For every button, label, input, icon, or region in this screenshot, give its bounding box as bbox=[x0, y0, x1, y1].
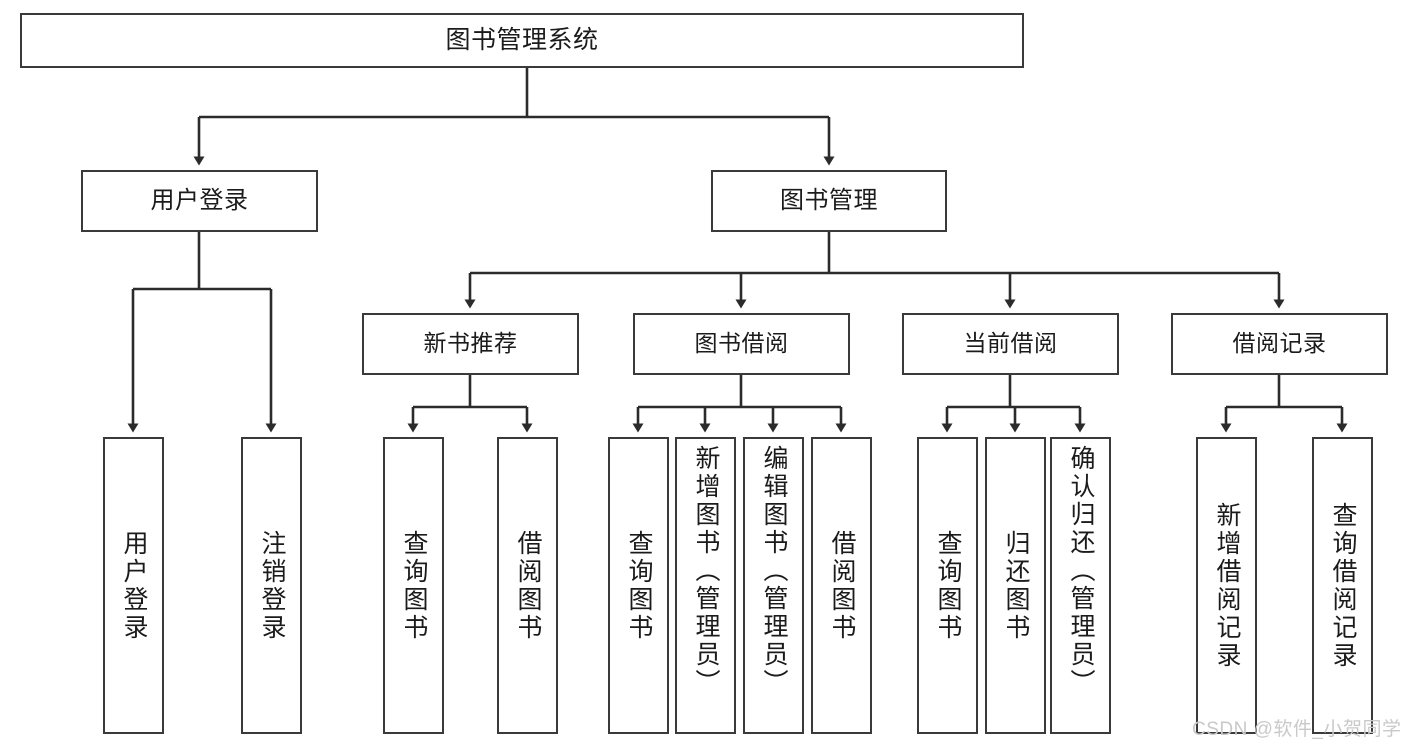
csdn-watermark: CSDN @软件_小贺同学 bbox=[1192, 719, 1402, 740]
leaf-current-borrow-query[interactable]: 查询图书 bbox=[917, 437, 978, 734]
node-label: 查询图书 bbox=[625, 529, 653, 642]
leaf-new-book-query[interactable]: 查询图书 bbox=[383, 437, 444, 734]
leaf-book-borrow-edit[interactable]: 编辑图书（管理员） bbox=[743, 437, 804, 734]
node-root-system[interactable]: 图书管理系统 bbox=[20, 13, 1024, 68]
node-label: 图书管理 bbox=[780, 186, 878, 214]
node-book-borrow[interactable]: 图书借阅 bbox=[633, 313, 850, 375]
leaf-book-borrow-borrow[interactable]: 借阅图书 bbox=[811, 437, 872, 734]
leaf-current-borrow-return[interactable]: 归还图书 bbox=[985, 437, 1046, 734]
leaf-current-borrow-confirm[interactable]: 确认归还（管理员） bbox=[1050, 437, 1111, 734]
node-user-login[interactable]: 用户登录 bbox=[81, 170, 318, 232]
node-label: 确认归还（管理员） bbox=[1067, 445, 1095, 697]
node-label: 图书管理系统 bbox=[445, 25, 599, 54]
leaf-borrow-record-add[interactable]: 新增借阅记录 bbox=[1196, 437, 1257, 734]
node-label: 查询图书 bbox=[400, 529, 428, 642]
node-label: 注销登录 bbox=[258, 529, 286, 642]
leaf-user-login-login[interactable]: 用户登录 bbox=[103, 437, 164, 734]
node-label: 用户登录 bbox=[120, 529, 148, 642]
node-label: 借阅图书 bbox=[514, 529, 542, 642]
node-label: 查询图书 bbox=[934, 529, 962, 642]
node-label: 新增图书（管理员） bbox=[692, 445, 720, 697]
leaf-new-book-borrow[interactable]: 借阅图书 bbox=[497, 437, 558, 734]
node-label: 借阅图书 bbox=[828, 529, 856, 642]
node-label: 当前借阅 bbox=[963, 330, 1058, 357]
leaf-user-login-logout[interactable]: 注销登录 bbox=[241, 437, 302, 734]
leaf-borrow-record-query[interactable]: 查询借阅记录 bbox=[1312, 437, 1373, 734]
node-label: 编辑图书（管理员） bbox=[760, 445, 788, 697]
node-label: 图书借阅 bbox=[694, 330, 789, 357]
node-current-borrow[interactable]: 当前借阅 bbox=[902, 313, 1119, 375]
node-label: 查询借阅记录 bbox=[1329, 501, 1357, 670]
node-label: 借阅记录 bbox=[1232, 330, 1327, 357]
node-book-management[interactable]: 图书管理 bbox=[711, 170, 947, 232]
node-label: 归还图书 bbox=[1002, 529, 1030, 642]
node-new-book-recommend[interactable]: 新书推荐 bbox=[362, 313, 579, 375]
node-label: 新书推荐 bbox=[423, 330, 518, 357]
node-label: 用户登录 bbox=[150, 186, 249, 214]
leaf-book-borrow-add[interactable]: 新增图书（管理员） bbox=[675, 437, 736, 734]
node-label: 新增借阅记录 bbox=[1213, 501, 1241, 670]
node-borrow-record[interactable]: 借阅记录 bbox=[1171, 313, 1388, 375]
leaf-book-borrow-query[interactable]: 查询图书 bbox=[608, 437, 669, 734]
